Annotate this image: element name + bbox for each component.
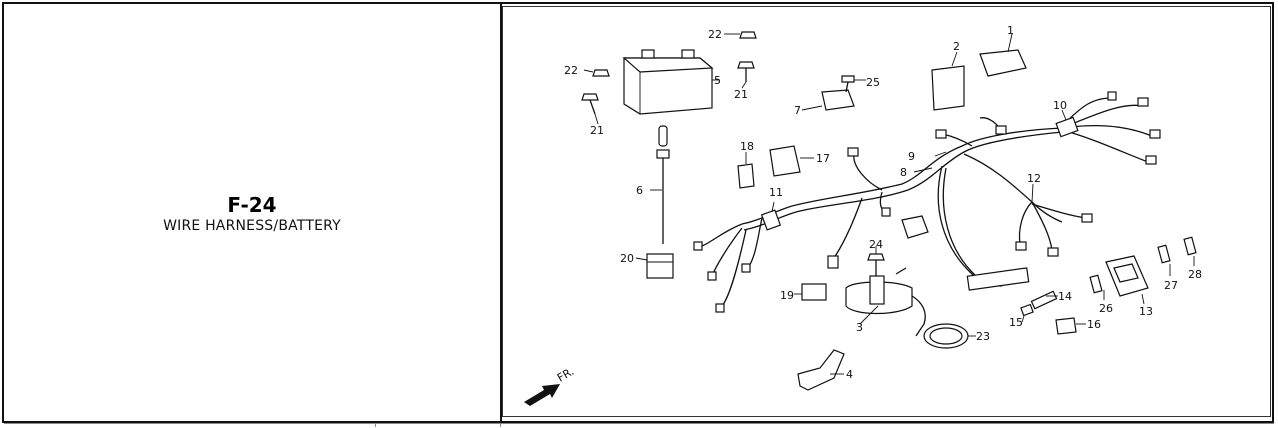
table-cell-divider: [500, 423, 501, 427]
callout-label: 1: [1007, 24, 1014, 37]
callout-label: 23: [976, 330, 990, 343]
bolt-parts: [581, 31, 757, 125]
section-title: WIRE HARNESS/BATTERY: [163, 217, 341, 234]
callout-label: 15: [1009, 316, 1023, 329]
clamp-ring-part: [923, 323, 976, 349]
rod-part: [650, 125, 670, 244]
bracket-part: [901, 215, 929, 239]
callout-label: 18: [740, 140, 754, 153]
switch-parts: [737, 145, 814, 189]
callout-label: 21: [734, 88, 748, 101]
callout-label: 9: [908, 150, 915, 163]
callout-label: 28: [1188, 268, 1202, 281]
callout-label: 6: [636, 184, 643, 197]
callout-label: 25: [866, 76, 880, 89]
page-frame: [2, 2, 1274, 423]
battery-part: [622, 49, 720, 115]
callout-label: 12: [1027, 172, 1041, 185]
wire-harness: [701, 97, 1153, 307]
callout-label: 13: [1139, 305, 1153, 318]
section-heading: F-24 WIRE HARNESS/BATTERY: [4, 4, 500, 423]
callout-label: 16: [1087, 318, 1101, 331]
fuse-box-part: [1089, 236, 1197, 305]
callout-label: 22: [564, 64, 578, 77]
relay-small-part: [794, 283, 827, 301]
bottom-table-edge: [4, 423, 1274, 428]
column-divider: [500, 4, 502, 423]
front-arrow-icon: FR.: [524, 365, 576, 406]
callout-label: 4: [846, 368, 853, 381]
wire-terminals: [693, 91, 1161, 313]
ignition-coil-part: [845, 246, 926, 337]
callout-label: 20: [620, 252, 634, 265]
callout-label: 17: [816, 152, 830, 165]
callout-label: 10: [1053, 99, 1067, 112]
section-code: F-24: [227, 192, 277, 217]
spark-plug-cap-part: [797, 349, 845, 391]
connector-block-part: [635, 253, 674, 279]
callout-label: 19: [780, 289, 794, 302]
callout-label: 22: [708, 28, 722, 41]
fuse-parts: [1020, 290, 1086, 335]
callout-label: 11: [769, 186, 783, 199]
callout-label: 24: [869, 238, 883, 251]
callout-label: 21: [590, 124, 604, 137]
callout-label: 3: [856, 321, 863, 334]
callout-label: 27: [1164, 279, 1178, 292]
table-cell-divider: [375, 423, 376, 427]
callout-label: 5: [714, 74, 721, 87]
callout-label: 14: [1058, 290, 1072, 303]
front-direction-label: FR.: [555, 365, 576, 385]
control-module-part: [931, 33, 1027, 111]
callout-label: 7: [794, 104, 801, 117]
callout-label: 8: [900, 166, 907, 179]
relay-part: [801, 75, 866, 111]
callout-labels: 1 2 3 4 5 6 7 8 9 10 11 12 13 14 15 16 1…: [564, 24, 1202, 381]
diagram-frame: [502, 6, 1271, 417]
callout-label: 26: [1099, 302, 1113, 315]
exploded-parts-diagram: FR. 1 2 3 4 5 6 7 8 9 10 11 12 13 14 15 …: [524, 24, 1202, 406]
callout-label: 2: [953, 40, 960, 53]
